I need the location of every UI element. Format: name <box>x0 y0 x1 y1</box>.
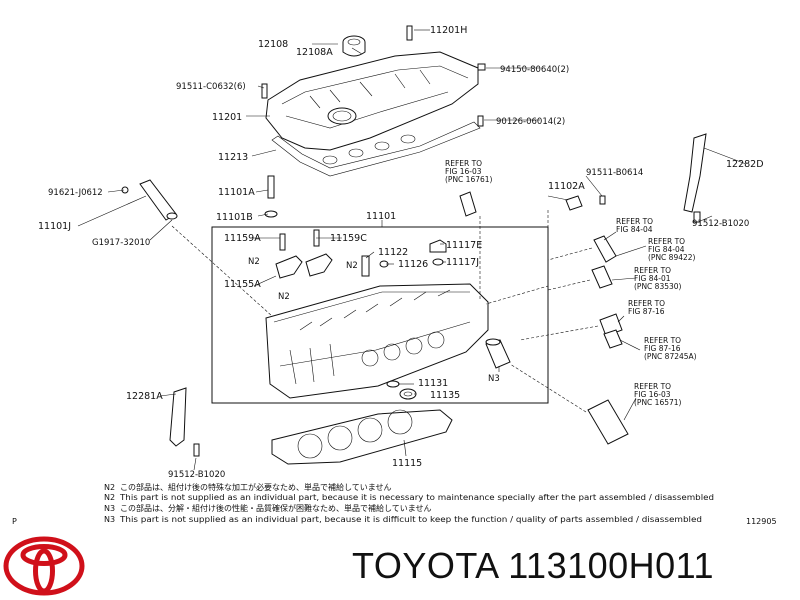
refer-block: REFER TO FIG 87-16 <box>628 299 665 316</box>
cylinder-head-group-box <box>211 226 549 404</box>
svg-text:(PNC 16571): (PNC 16571) <box>634 398 682 407</box>
label-n3: N3 <box>488 374 500 384</box>
cylinder-head-gasket <box>271 409 453 465</box>
cover-bolts <box>261 25 486 127</box>
note-text: この部品は、分解・組付け後の性能・品質確保が困難なため、単品で補給していません <box>120 503 432 513</box>
small-gaskets <box>386 380 417 400</box>
label-91512-b1020: 91512-B1020 <box>692 219 749 229</box>
label-11101j: 11101J <box>38 221 71 232</box>
head-cover-gasket <box>271 121 481 177</box>
refer-block: REFER TO FIG 84-04 <box>616 217 653 234</box>
figure-code: 112905 <box>746 517 777 526</box>
svg-text:REFER TO: REFER TO <box>648 237 685 246</box>
refer-block: REFER TO FIG 84-01 (PNC 83530) <box>634 266 682 291</box>
svg-text:FIG 84-04: FIG 84-04 <box>616 225 653 234</box>
label-11201: 11201 <box>212 112 242 123</box>
part-labels: 12108 12108A 11201H 91511-C0632(6) 94150… <box>38 25 764 480</box>
label-11122: 11122 <box>378 247 408 258</box>
refer-block: REFER TO FIG 16-03 (PNC 16571) <box>634 382 682 407</box>
page-marker: P <box>12 517 17 526</box>
label-11117j: 11117J <box>446 257 479 268</box>
stud-bolt-11101a <box>264 175 278 218</box>
label-n2-c: N2 <box>278 292 290 302</box>
svg-text:(PNC 83530): (PNC 83530) <box>634 282 682 291</box>
label-11115: 11115 <box>392 458 422 469</box>
label-n2-b: N2 <box>346 261 358 271</box>
label-12282d: 12282D <box>726 159 764 170</box>
right-side-parts <box>169 133 707 457</box>
label-12281a: 12281A <box>126 391 163 402</box>
note-code: N3 <box>104 515 115 524</box>
cylinder-head <box>265 283 489 399</box>
label-90126: 90126-06014(2) <box>496 117 565 127</box>
refer-block: REFER TO FIG 16-03 (PNC 16761) <box>445 159 493 184</box>
label-11135: 11135 <box>430 390 460 401</box>
label-n2-a: N2 <box>248 257 260 267</box>
svg-text:REFER TO: REFER TO <box>628 299 665 308</box>
note-code: N2 <box>104 483 115 492</box>
footnotes: N2 この部品は、組付け後の特殊な加工が必要なため、単品で補給していません N2… <box>12 482 777 526</box>
toyota-logo-icon <box>3 536 85 596</box>
svg-text:FIG 87-16: FIG 87-16 <box>644 344 681 353</box>
svg-text:FIG 16-03: FIG 16-03 <box>634 390 671 399</box>
label-91512-b1020-b: 91512-B1020 <box>168 470 225 480</box>
label-11101b: 11101B <box>216 212 253 223</box>
label-12108a: 12108A <box>296 47 333 58</box>
label-11117e: 11117E <box>446 240 482 251</box>
svg-text:REFER TO: REFER TO <box>644 336 681 345</box>
sleeve-n3 <box>485 338 511 369</box>
note-text: This part is not supplied as an individu… <box>119 515 702 524</box>
svg-text:FIG 87-16: FIG 87-16 <box>628 307 665 316</box>
label-11159a: 11159A <box>224 233 261 244</box>
refer-block: REFER TO FIG 84-04 (PNC 89422) <box>648 237 696 262</box>
oil-filler-cap <box>342 35 366 57</box>
svg-text:REFER TO: REFER TO <box>634 382 671 391</box>
cylinder-head-cover <box>265 51 479 151</box>
label-g1917: G1917-32010 <box>92 238 150 248</box>
label-11213: 11213 <box>218 152 248 163</box>
svg-text:REFER TO: REFER TO <box>445 159 482 168</box>
label-11201h: 11201H <box>430 25 467 36</box>
label-11101a: 11101A <box>218 187 255 198</box>
label-11159c: 11159C <box>330 233 367 244</box>
svg-text:REFER TO: REFER TO <box>634 266 671 275</box>
note-code: N3 <box>104 504 115 513</box>
svg-text:(PNC 89422): (PNC 89422) <box>648 253 696 262</box>
label-11126: 11126 <box>398 259 428 270</box>
svg-text:(PNC 87245A): (PNC 87245A) <box>644 352 697 361</box>
label-91511-c0632: 91511-C0632(6) <box>176 82 246 92</box>
leader-lines <box>77 29 747 471</box>
spark-plug-tube <box>121 179 178 221</box>
label-12108: 12108 <box>258 39 288 50</box>
refer-block: REFER TO FIG 87-16 (PNC 87245A) <box>644 336 697 361</box>
note-text: This part is not supplied as an individu… <box>119 493 714 502</box>
note-text: この部品は、組付け後の特殊な加工が必要なため、単品で補給していません <box>120 482 392 492</box>
svg-text:FIG 84-04: FIG 84-04 <box>648 245 685 254</box>
svg-text:FIG 16-03: FIG 16-03 <box>445 167 482 176</box>
label-91511-b0614: 91511-B0614 <box>586 168 643 178</box>
label-11101: 11101 <box>366 211 396 222</box>
label-11102a: 11102A <box>548 181 585 192</box>
label-11131: 11131 <box>418 378 448 389</box>
refer-to-blocks: REFER TO FIG 16-03 (PNC 16761) REFER TO … <box>445 159 697 407</box>
label-94150: 94150-80640(2) <box>500 65 569 75</box>
brand-caption: TOYOTA 113100H011 <box>352 545 715 586</box>
svg-text:(PNC 16761): (PNC 16761) <box>445 175 493 184</box>
svg-text:FIG 84-01: FIG 84-01 <box>634 274 671 283</box>
label-11155a: 11155A <box>224 279 261 290</box>
note-code: N2 <box>104 493 115 502</box>
svg-text:REFER TO: REFER TO <box>616 217 653 226</box>
label-91621: 91621-J0612 <box>48 188 103 198</box>
